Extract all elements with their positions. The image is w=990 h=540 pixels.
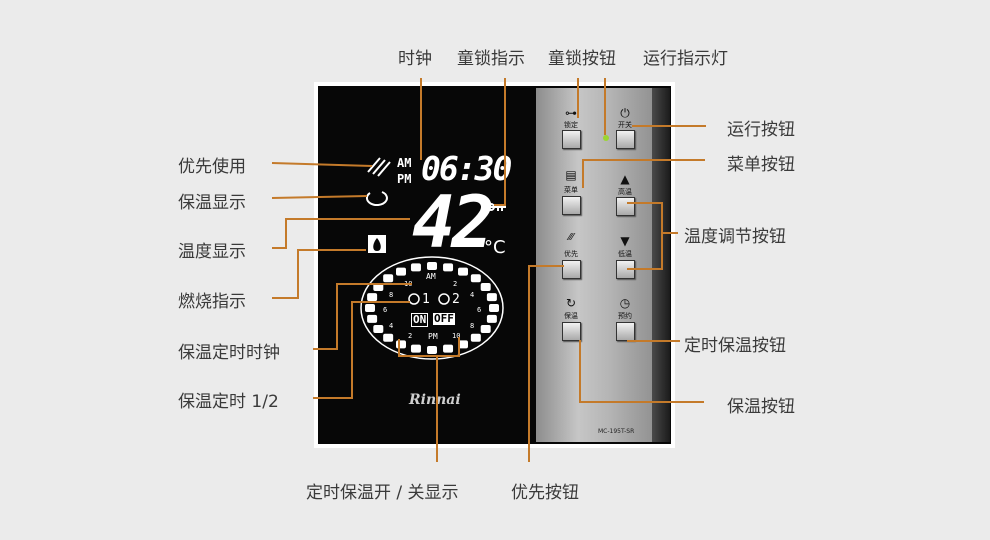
leader-lines (271, 78, 706, 462)
up-arrow-icon: ▲ (620, 172, 630, 186)
run-led (603, 135, 609, 141)
dial-segment (367, 314, 378, 323)
dial-num-10-bottom: 10 (452, 332, 461, 340)
down-arrow-icon: ▼ (620, 234, 630, 248)
reserve-button-label: 预约 (618, 312, 632, 320)
power-icon: ⏻ (620, 106, 630, 120)
dial-segment (396, 340, 406, 349)
temp-up-button[interactable] (616, 197, 635, 216)
timer-2-label: 2 (452, 292, 460, 307)
menu-button-label: 菜单 (564, 186, 578, 194)
priority-button-label: 优先 (564, 250, 578, 258)
dial-segment (367, 293, 378, 302)
dial-segment (489, 304, 499, 312)
timer-off-label: OFF (433, 312, 455, 325)
lcd-unit: °C (484, 237, 506, 258)
timer-on-label: ON (411, 313, 429, 327)
menu-button[interactable] (562, 196, 581, 215)
timer-1-label: 1 (422, 292, 430, 307)
dial-segment (470, 333, 481, 342)
brand-logo: Rinnai (409, 392, 461, 408)
keep-warm-lcd-icon (365, 191, 388, 207)
dial-segment (458, 267, 468, 276)
timer2-clock-icon (438, 293, 450, 305)
key-lcd-icon (490, 206, 506, 211)
lcd-pm: PM (397, 172, 412, 186)
label-temp-display: 温度显示 (178, 242, 246, 262)
keep-warm-button-label: 保温 (564, 312, 578, 320)
dial-num-2-top: 2 (453, 280, 458, 288)
label-temp-adjust-button: 温度调节按钮 (684, 227, 786, 247)
label-child-lock-indicator: 童锁指示 (457, 49, 525, 69)
lcd-clock: 06:30 (421, 149, 512, 188)
dial-num-8-right: 8 (470, 322, 475, 330)
label-run-indicator: 运行指示灯 (643, 49, 728, 69)
dial-segment (480, 283, 491, 291)
dial-segment (396, 267, 406, 276)
priority-icon: ⁄⁄⁄ (568, 232, 574, 243)
dial-segment (427, 262, 437, 270)
clock-icon: ◷ (619, 296, 631, 310)
temp-up-button-label: 高温 (618, 188, 632, 196)
power-button-label: 开关 (618, 121, 632, 129)
dial-num-6-left: 6 (383, 306, 388, 314)
dial-segment (410, 263, 421, 272)
lcd-am: AM (397, 156, 412, 170)
keep-warm-button[interactable] (562, 322, 581, 341)
label-keep-warm-button: 保温按钮 (727, 397, 795, 417)
dial-segment (383, 274, 394, 283)
dial-segment (480, 325, 491, 333)
lock-button[interactable] (562, 130, 581, 149)
label-child-lock-button: 童锁按钮 (548, 49, 616, 69)
dial-num-4-left: 4 (389, 322, 394, 330)
label-run-button: 运行按钮 (727, 120, 795, 140)
label-timer-clock: 保温定时时钟 (178, 343, 280, 363)
dial-segment (486, 293, 497, 302)
dial-num-4-right: 4 (470, 291, 475, 299)
dial-am-label: AM (426, 272, 436, 281)
label-timer-onoff-display: 定时保温开 / 关显示 (306, 483, 459, 503)
key-icon: ⊶ (565, 106, 577, 120)
label-flame-indicator: 燃烧指示 (178, 292, 246, 312)
priority-lcd-icon (367, 157, 391, 177)
label-keep-warm-display: 保温显示 (178, 193, 246, 213)
label-clock: 时钟 (398, 49, 432, 69)
dial-pm-label: PM (428, 332, 438, 341)
label-priority-use: 优先使用 (178, 157, 246, 177)
priority-button[interactable] (562, 260, 581, 279)
dial-num-2-bottom: 2 (408, 332, 413, 340)
dial-segment (470, 274, 481, 283)
label-timer-keep-warm-button: 定时保温按钮 (684, 336, 786, 356)
dial-segment (486, 314, 497, 323)
dial-segment (365, 304, 375, 312)
keep-warm-icon: ↻ (565, 296, 577, 310)
label-priority-button: 优先按钮 (511, 483, 579, 503)
dial-segment (373, 325, 384, 333)
timer-dial (360, 256, 504, 360)
temp-down-button-label: 低温 (618, 250, 632, 258)
dial-num-8-left: 8 (389, 291, 394, 299)
dial-outline (360, 256, 504, 360)
dial-segment (410, 344, 421, 353)
dial-segment (443, 344, 454, 353)
dial-segment (427, 346, 437, 354)
timer1-clock-icon (408, 293, 420, 305)
dial-segment (383, 333, 394, 342)
dial-num-6-right: 6 (477, 306, 482, 314)
lock-button-label: 锁定 (564, 121, 578, 129)
label-timer-12: 保温定时 1/2 (178, 392, 279, 412)
model-number: MC-195T-SR (598, 428, 635, 435)
power-button[interactable] (616, 130, 635, 149)
dial-segment (458, 340, 468, 349)
dial-segment (443, 263, 454, 272)
menu-icon: ▤ (565, 168, 577, 182)
lcd-temperature: 42 (412, 180, 495, 264)
reserve-button[interactable] (616, 322, 635, 341)
label-menu-button: 菜单按钮 (727, 155, 795, 175)
